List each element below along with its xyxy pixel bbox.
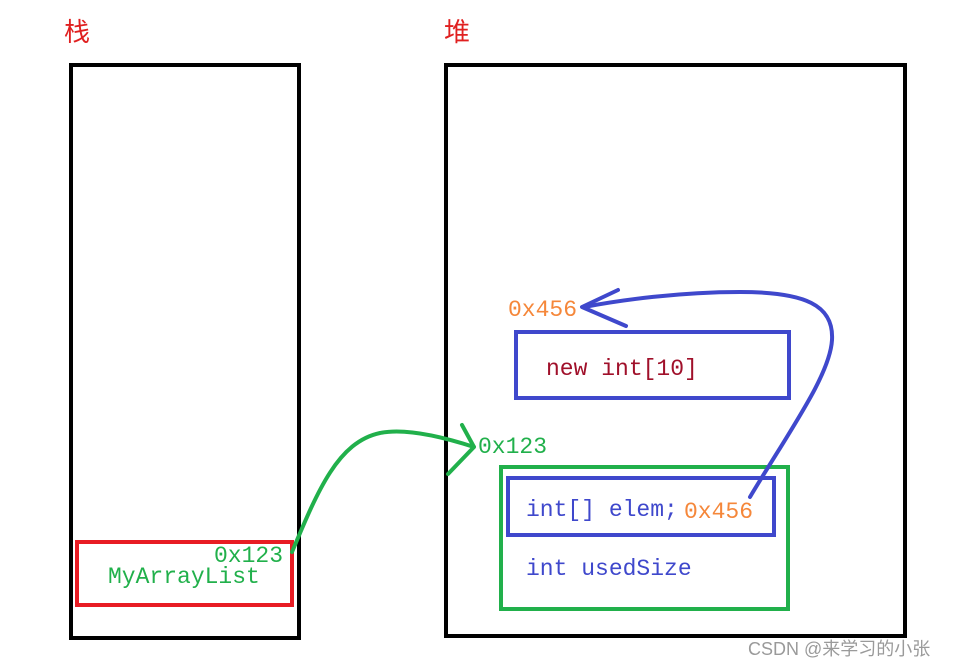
stack-variable-box — [75, 540, 294, 607]
elem-field-reference: 0x456 — [684, 499, 753, 525]
myarraylist-object-box — [499, 465, 790, 611]
array-content: new int[10] — [546, 356, 698, 382]
reference-arrowhead-object — [446, 423, 476, 476]
used-size-field: int usedSize — [526, 556, 692, 582]
stack-region — [69, 63, 301, 640]
array-object-box — [514, 330, 791, 400]
heap-region — [444, 63, 907, 638]
array-address: 0x456 — [508, 297, 577, 323]
elem-field: int[] elem; — [526, 497, 678, 523]
watermark: CSDN @来学习的小张 — [748, 639, 930, 659]
reference-arrow-elem-to-array — [582, 289, 835, 499]
object-address: 0x123 — [478, 434, 547, 460]
heap-label: 堆 — [444, 18, 470, 48]
elem-field-box — [506, 476, 776, 537]
reference-arrowhead-array — [580, 288, 628, 328]
stack-variable-address: 0x123 — [214, 543, 283, 569]
reference-arrow-stack-to-object — [290, 429, 476, 554]
stack-label: 栈 — [64, 18, 90, 48]
stack-variable-name: MyArrayList — [108, 564, 260, 590]
